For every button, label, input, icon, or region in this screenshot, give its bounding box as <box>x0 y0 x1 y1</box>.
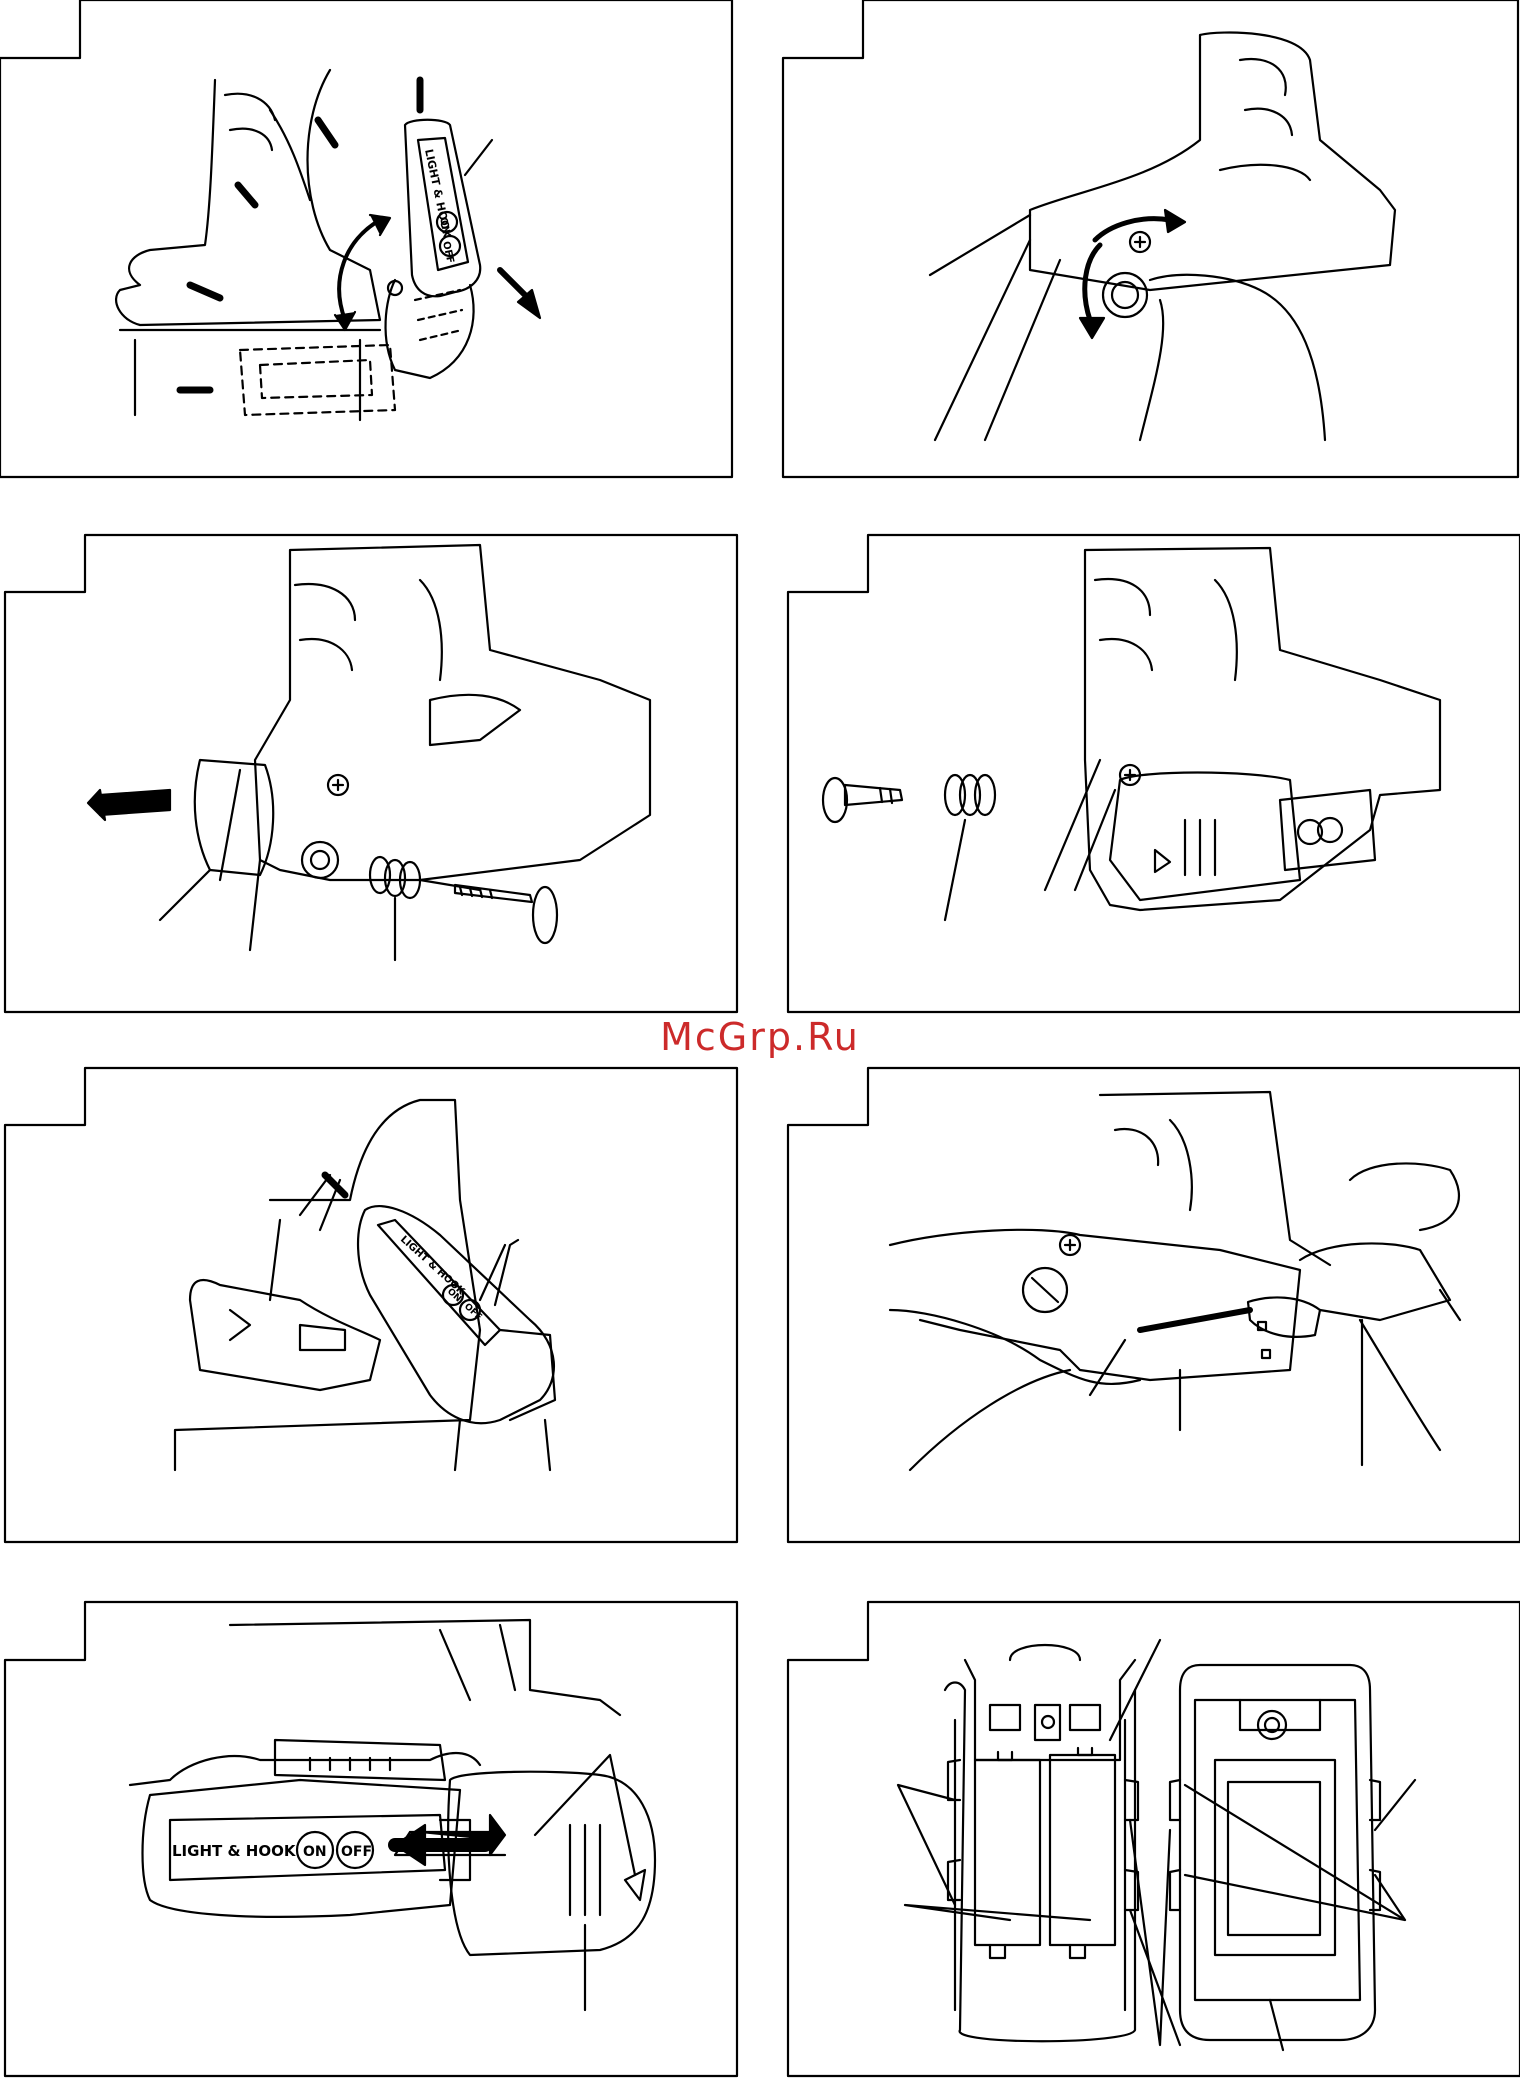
figure-7-label: LIGHT & HOOK ON OFF <box>172 1842 372 1860</box>
watermark-text: McGrp.Ru <box>0 1015 1520 1059</box>
figure-5-label: LIGHT & HOOK ON OFF <box>398 1234 484 1323</box>
figure-7-off-label: OFF <box>341 1844 372 1860</box>
figure-1 <box>0 0 732 477</box>
figure-7-on-label: ON <box>303 1844 327 1860</box>
figure-3-frame <box>5 535 737 1012</box>
figure-3 <box>5 535 737 1012</box>
figure-5 <box>5 1068 737 1542</box>
figure-1-off-label: OFF <box>440 240 455 264</box>
figure-1-on-label: ON <box>437 216 451 235</box>
figure-5-light-hook-label: LIGHT & HOOK <box>398 1234 467 1298</box>
figure-6-frame <box>788 1068 1520 1542</box>
figure-8 <box>788 1602 1520 2076</box>
figure-7-light-hook-label: LIGHT & HOOK <box>172 1842 297 1860</box>
figure-7 <box>5 1602 737 2076</box>
figure-1-frame <box>0 0 732 477</box>
figure-2 <box>783 0 1518 477</box>
figure-4 <box>788 535 1520 1012</box>
figure-6 <box>788 1068 1520 1542</box>
